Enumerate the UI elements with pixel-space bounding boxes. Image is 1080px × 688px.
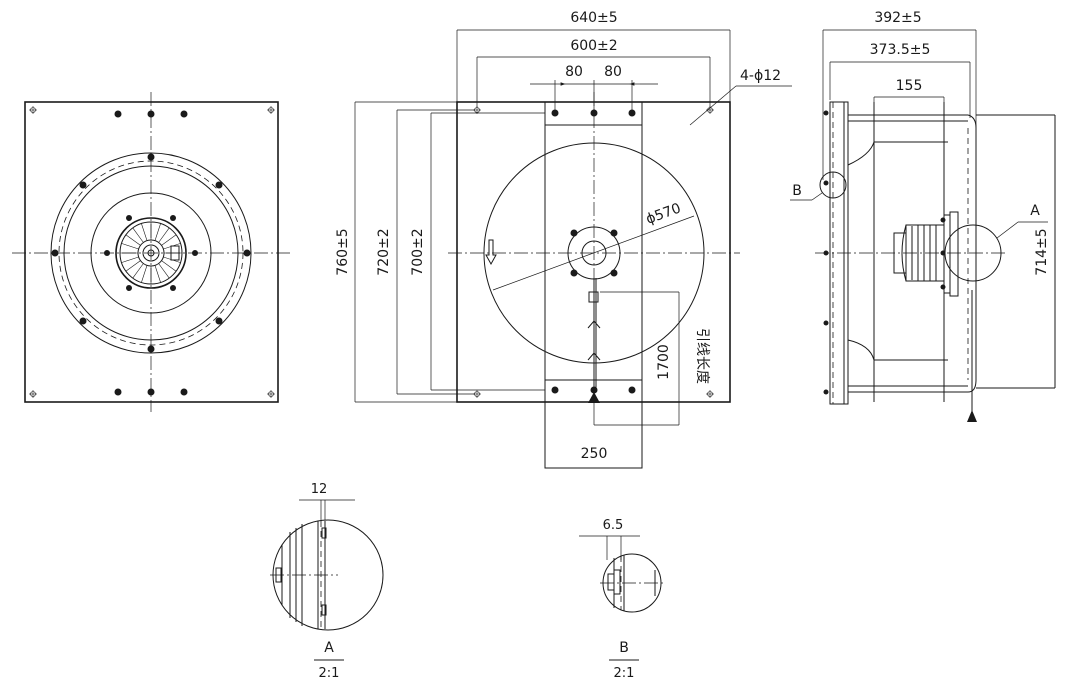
- dim-side-depth: 392±5: [874, 10, 921, 26]
- callout-a: A: [1030, 203, 1040, 219]
- dim-detail-b: 6.5: [603, 518, 624, 533]
- impeller-side: [847, 102, 948, 402]
- dimension-labels: 640±5 600±2 80 80 4-ϕ12 ϕ570 760±5 720±2…: [311, 10, 1050, 533]
- dim-overall-height: 760±5: [335, 228, 351, 275]
- dim-height-700: 700±2: [410, 228, 426, 275]
- motor-side: [893, 211, 959, 297]
- corner-screws: [29, 106, 275, 398]
- detail-a-caption: A 2:1: [314, 640, 344, 681]
- detail-b: [579, 535, 665, 613]
- dim-side-height: 714±5: [1034, 228, 1050, 275]
- dim-detail-a: 12: [311, 482, 328, 497]
- mounting-plate-view: [354, 29, 792, 469]
- dim-height-720: 720±2: [376, 228, 392, 275]
- dim-mount-holes: 4-ϕ12: [740, 68, 781, 84]
- dim-motor-depth: 155: [896, 78, 923, 94]
- dim-bracket-width: 250: [581, 446, 608, 462]
- detail-b-caption: B 2:1: [609, 640, 639, 681]
- detail-a: [270, 499, 384, 631]
- dim-impeller-diameter: ϕ570: [644, 200, 683, 227]
- dim-cable-length-label: 引线长度: [694, 328, 710, 384]
- dim-side-depth-inner: 373.5±5: [870, 42, 931, 58]
- dim-overall-width: 640±5: [570, 10, 617, 26]
- dim-cable-length-value: 1700: [656, 344, 672, 380]
- front-view: [12, 92, 290, 412]
- detail-b-title: B: [619, 640, 629, 656]
- dim-bolt-spacing-right: 80: [604, 64, 622, 80]
- callout-b: B: [792, 183, 802, 199]
- detail-a-title: A: [324, 640, 334, 656]
- detail-b-scale: 2:1: [614, 666, 635, 681]
- detail-a-scale: 2:1: [319, 666, 340, 681]
- dim-hole-spacing-width: 600±2: [570, 38, 617, 54]
- dim-bolt-spacing-left: 80: [565, 64, 583, 80]
- side-view: [790, 29, 1056, 422]
